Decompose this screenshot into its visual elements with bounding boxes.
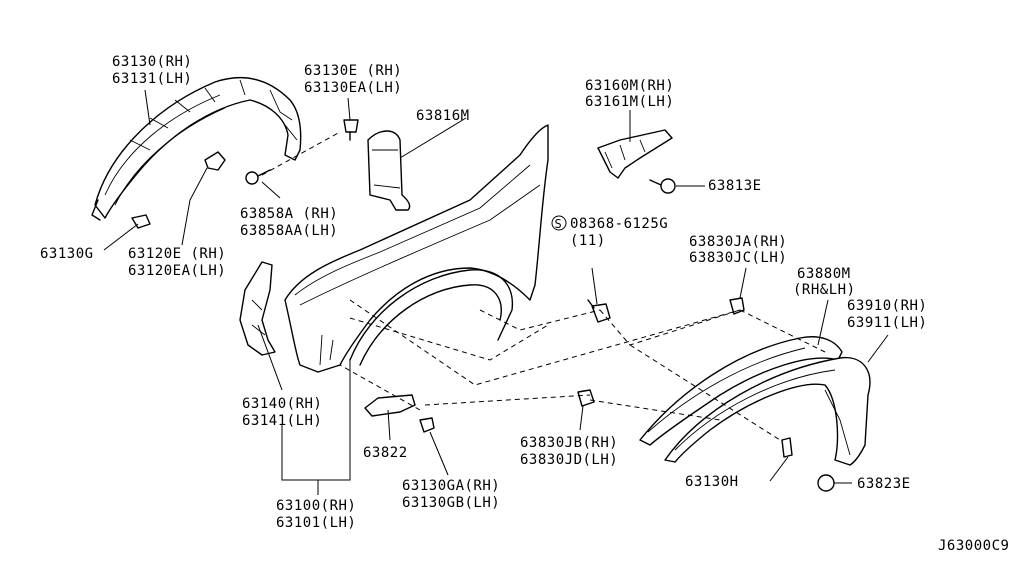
bracket-63160m-part <box>597 129 673 179</box>
label-63816m: 63816M <box>416 108 470 124</box>
diagram-code: J63000C9 <box>938 538 1009 554</box>
label-63910-rh: 63910(RH) <box>847 298 927 314</box>
s-symbol-circle <box>551 215 567 231</box>
label-63858a-rh: 63858A (RH) <box>240 206 338 222</box>
label-63911-lh: 63911(LH) <box>847 315 927 331</box>
bracket-63140-part <box>239 261 276 356</box>
clip-63830jb-part <box>577 389 595 407</box>
label-63130e-rh: 63130E (RH) <box>304 63 402 79</box>
rear-liner-63880m-part <box>639 336 843 446</box>
label-63120e-rh: 63120E (RH) <box>128 246 226 262</box>
label-63141-lh: 63141(LH) <box>242 413 322 429</box>
label-08368: 08368-6125G <box>570 216 668 232</box>
label-63130g: 63130G <box>40 246 94 262</box>
label-63140-rh: 63140(RH) <box>242 396 322 412</box>
label-63130ea-lh: 63130EA(LH) <box>304 80 402 96</box>
fender-liner-front-part <box>91 76 302 221</box>
screw-63130h-part <box>781 437 793 458</box>
label-63822: 63822 <box>363 445 408 461</box>
label-63161m-lh: 63161M(LH) <box>585 94 674 110</box>
label-08368-qty: (11) <box>570 233 606 249</box>
label-08368-s-symbol: S <box>555 217 563 231</box>
label-63100-rh: 63100(RH) <box>276 498 356 514</box>
label-63880m: 63880M <box>797 266 851 282</box>
part-labels: 63130(RH) 63131(LH) 63130E (RH) 63130EA(… <box>40 54 1009 554</box>
label-63830jd-lh: 63830JD(LH) <box>520 452 618 468</box>
label-63830ja-rh: 63830JA(RH) <box>689 234 787 250</box>
assembly-dashed-lines <box>261 131 826 441</box>
label-63858aa-lh: 63858AA(LH) <box>240 223 338 239</box>
clip-63830ja-part <box>729 297 745 315</box>
clip-63813e-part <box>649 178 676 194</box>
label-63131-lh: 63131(LH) <box>112 71 192 87</box>
label-63120ea-lh: 63120EA(LH) <box>128 263 226 279</box>
label-63101-lh: 63101(LH) <box>276 515 356 531</box>
label-63130ga-rh: 63130GA(RH) <box>402 478 500 494</box>
bracket-63822-part <box>364 394 416 417</box>
screw-08368-part <box>587 299 611 323</box>
fender-arch-trim-part <box>349 269 514 366</box>
label-63880m-side: (RH&LH) <box>793 282 856 298</box>
leader-lines <box>103 89 889 495</box>
label-63823e: 63823E <box>857 476 911 492</box>
screw-63858a-part <box>245 169 271 185</box>
label-63830jb-rh: 63830JB(RH) <box>520 435 618 451</box>
rear-fender-arch-part <box>664 356 871 466</box>
clip-63130e-part <box>343 119 359 141</box>
label-63130h: 63130H <box>685 474 739 490</box>
label-63830jc-lh: 63830JC(LH) <box>689 250 787 266</box>
seal-63816m-part <box>367 130 411 211</box>
label-63130gb-lh: 63130GB(LH) <box>402 495 500 511</box>
bracket-63120e-part <box>204 151 226 171</box>
label-63130-rh: 63130(RH) <box>112 54 192 70</box>
clip-63130ga-part <box>419 417 435 433</box>
clip-63823e-part <box>817 474 835 492</box>
label-63813e: 63813E <box>708 178 762 194</box>
front-fender-part <box>284 124 549 373</box>
label-63160m-rh: 63160M(RH) <box>585 78 674 94</box>
